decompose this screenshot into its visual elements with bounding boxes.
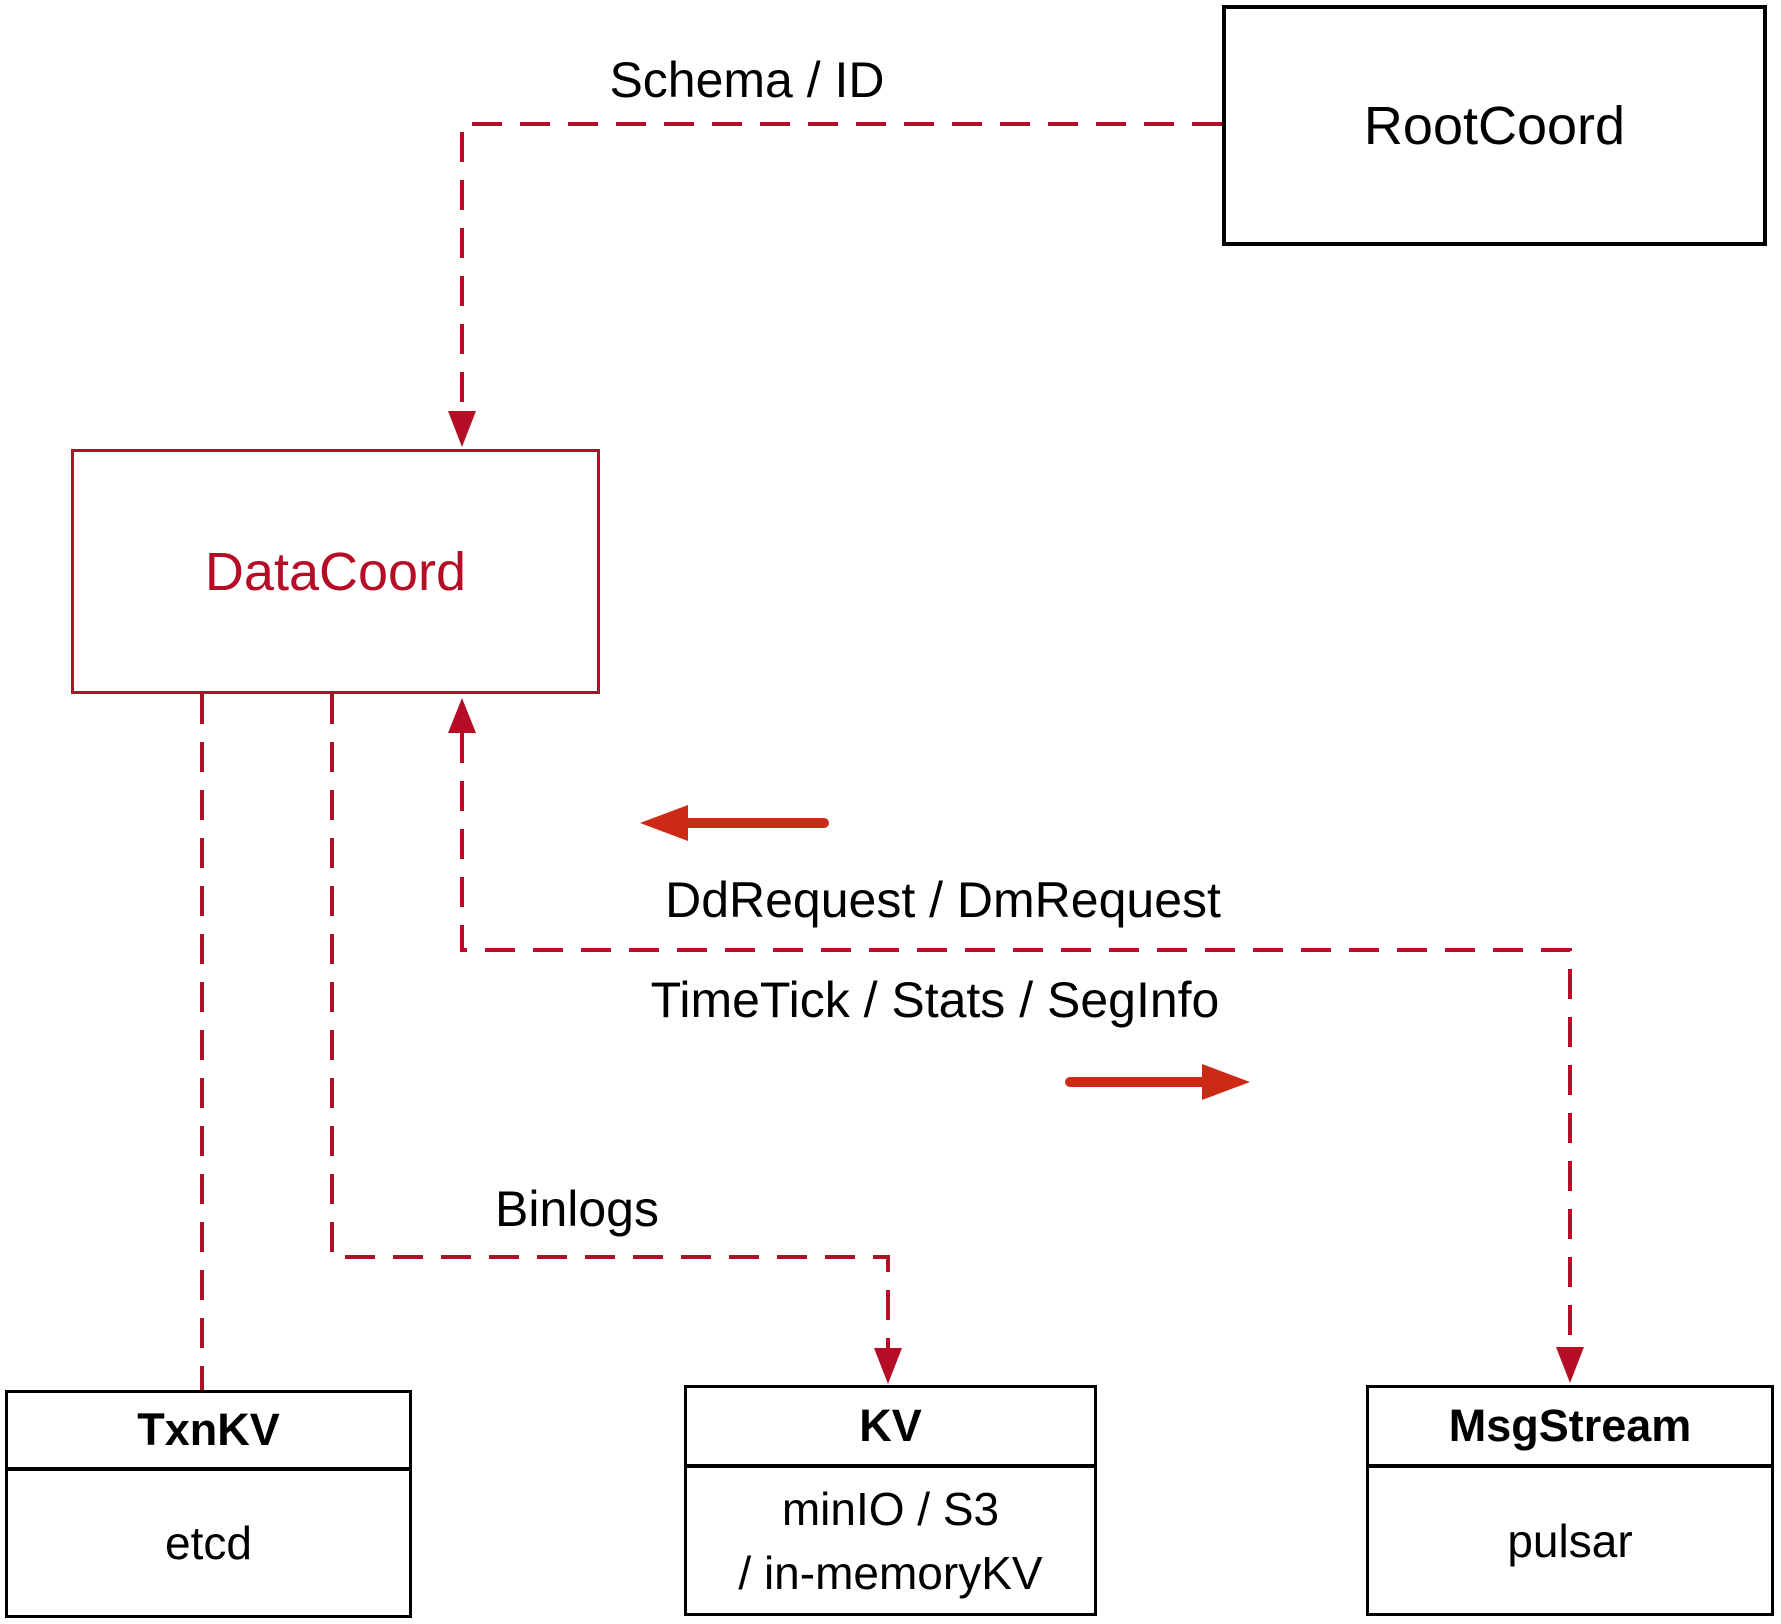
node-txnkv: TxnKV etcd: [5, 1390, 412, 1618]
node-msgstream: MsgStream pulsar: [1366, 1385, 1774, 1616]
timetick-arrowhead-down-icon: [1556, 1347, 1584, 1383]
msgstream-title: MsgStream: [1369, 1388, 1771, 1468]
edge-label-timetick: TimeTick / Stats / SegInfo: [650, 972, 1220, 1028]
left-direction-arrow-icon: [640, 805, 688, 841]
txnkv-title-text: TxnKV: [137, 1404, 280, 1455]
node-kv: KV minIO / S3 / in-memoryKV: [684, 1385, 1097, 1616]
ddrequest-arrowhead-up-icon: [448, 698, 476, 733]
msgstream-body: pulsar: [1369, 1468, 1771, 1613]
ddrequest-timetick-connector: [460, 733, 1572, 1347]
binlogs-arrowhead-down-icon: [874, 1348, 902, 1384]
txnkv-title: TxnKV: [8, 1393, 409, 1471]
edge-label-binlogs: Binlogs: [495, 1181, 659, 1237]
schema-id-arrowhead-down-icon: [448, 411, 476, 447]
txnkv-body-text: etcd: [165, 1517, 252, 1569]
kv-body: minIO / S3 / in-memoryKV: [687, 1468, 1094, 1613]
node-rootcoord: RootCoord: [1222, 5, 1767, 246]
node-datacoord: DataCoord: [71, 449, 600, 694]
right-direction-arrow-icon: [1202, 1064, 1250, 1100]
kv-body-line2: / in-memoryKV: [738, 1546, 1043, 1599]
txnkv-body: etcd: [8, 1471, 409, 1615]
schema-id-connector: [460, 122, 1222, 411]
kv-title: KV: [687, 1388, 1094, 1468]
binlogs-connector: [330, 694, 890, 1348]
edge-label-schema-id: Schema / ID: [609, 52, 885, 108]
kv-title-text: KV: [859, 1400, 922, 1451]
edge-label-ddrequest: DdRequest / DmRequest: [665, 872, 1221, 928]
msgstream-title-text: MsgStream: [1448, 1400, 1692, 1451]
msgstream-body-text: pulsar: [1507, 1514, 1633, 1567]
rootcoord-label: RootCoord: [1363, 95, 1626, 156]
datacoord-label: DataCoord: [204, 541, 467, 602]
kv-body-line1: minIO / S3: [781, 1482, 1000, 1535]
